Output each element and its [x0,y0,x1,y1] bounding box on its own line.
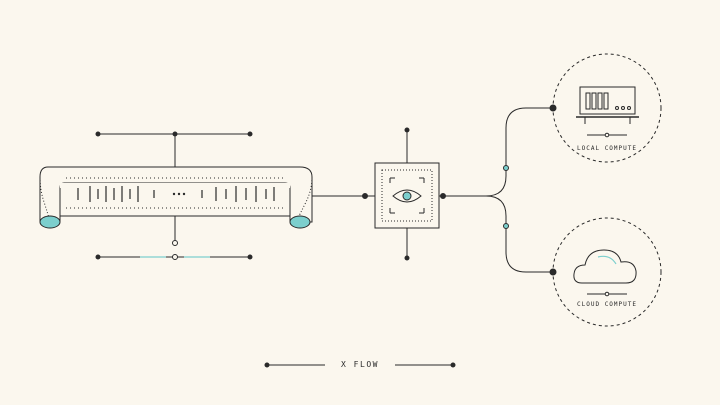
edge-processor-local [485,107,553,197]
title-rule [264,362,456,368]
cloud-compute-node [552,217,662,327]
data-scroll-icon [39,166,313,229]
cloud-icon [573,249,637,284]
processor-node [374,127,440,261]
edge-processor-cloud [485,195,553,273]
local-compute-label: LOCAL COMPUTE [577,145,637,152]
top-bracket [95,131,253,167]
local-compute-node [552,53,662,163]
eye-icon [392,189,422,203]
edge-node-dot [503,165,509,171]
edge-node-dot [503,223,509,229]
bottom-bracket [95,216,253,260]
diagram-title: X FLOW [341,360,379,369]
edge-node-dot [362,193,368,199]
edge-node-dot [440,193,446,199]
server-icon [576,86,639,124]
cloud-compute-label: CLOUD COMPUTE [577,301,637,308]
